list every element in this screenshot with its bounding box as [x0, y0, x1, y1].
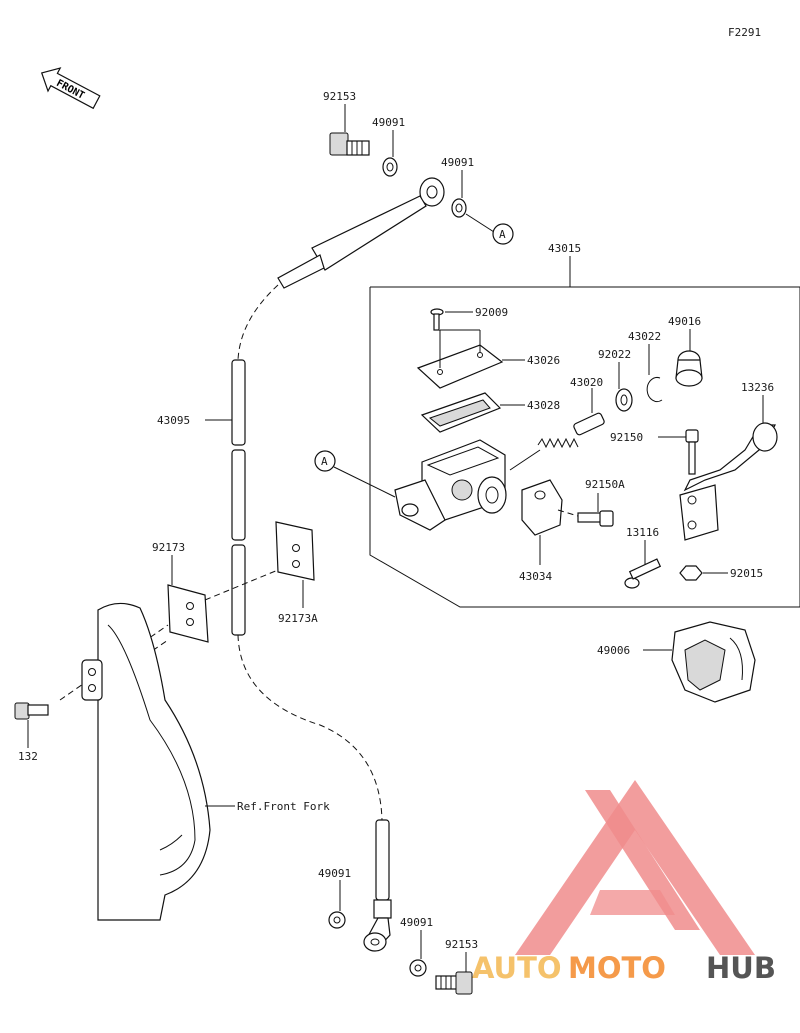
banjo-bolt-bottom	[435, 971, 473, 995]
callout-a-master	[314, 450, 336, 472]
washer-top-1	[382, 157, 398, 177]
label-92022: 92022	[598, 348, 631, 361]
label-49091-top2: 49091	[441, 156, 474, 169]
clamp-holder	[521, 479, 563, 536]
callout-a-master-label: A	[321, 455, 328, 468]
nut-92015	[679, 565, 703, 581]
piston-spring	[537, 412, 605, 449]
label-43020: 43020	[570, 376, 603, 389]
label-43026: 43026	[527, 354, 560, 367]
bolt-132	[14, 702, 49, 720]
master-cylinder-body	[394, 439, 507, 531]
label-92009: 92009	[475, 306, 508, 319]
callout-a-top	[492, 223, 514, 245]
label-49091-bottom1: 49091	[318, 867, 351, 880]
boot-49016	[675, 350, 703, 387]
brake-hose-lower-fitting	[363, 819, 392, 952]
brake-hose-upper-fitting	[277, 177, 445, 289]
label-92173A: 92173A	[278, 612, 318, 625]
watermark-hub: HUB	[706, 951, 776, 985]
front-arrow-icon: FRONT	[40, 67, 101, 110]
diaphragm	[420, 392, 502, 433]
brake-lever	[679, 422, 778, 541]
front-fork-guard	[81, 602, 211, 921]
hose-clamp-92173A	[275, 521, 315, 581]
watermark-moto: MOTO	[568, 951, 666, 985]
label-43015: 43015	[548, 242, 581, 255]
label-92150A: 92150A	[585, 478, 625, 491]
watermark-logo: AUTO MOTO HUB	[472, 780, 776, 985]
pivot-pin-13116	[624, 558, 662, 589]
bolt-92150	[685, 429, 699, 475]
callout-a-top-label: A	[499, 228, 506, 241]
label-43028: 43028	[527, 399, 560, 412]
brake-hose	[231, 359, 246, 636]
washer-top-2	[451, 198, 467, 218]
circlip-43022	[646, 377, 663, 402]
label-92153-bottom: 92153	[445, 938, 478, 951]
label-49091-top1: 49091	[372, 116, 405, 129]
label-ref-front-fork: Ref.Front Fork	[237, 800, 330, 813]
washer-bottom-2	[409, 959, 427, 977]
hose-clamp-92173	[167, 584, 209, 643]
label-49091-bottom2: 49091	[400, 916, 433, 929]
label-43034: 43034	[519, 570, 552, 583]
screw-92009	[430, 308, 444, 331]
bolt-92150A	[577, 510, 614, 527]
label-43095: 43095	[157, 414, 190, 427]
banjo-bolt-top	[329, 132, 370, 156]
label-49006: 49006	[597, 644, 630, 657]
figure-code: F2291	[728, 26, 761, 39]
label-92015: 92015	[730, 567, 763, 580]
reservoir-cap	[416, 344, 504, 389]
assembly-box	[369, 286, 800, 608]
label-92173: 92173	[152, 541, 185, 554]
watermark-auto: AUTO	[472, 951, 562, 985]
label-43022: 43022	[628, 330, 661, 343]
label-13236: 13236	[741, 381, 774, 394]
label-49016: 49016	[668, 315, 701, 328]
washer-bottom-1	[328, 911, 346, 929]
lever-cover-49006	[671, 621, 756, 703]
washer-92022	[615, 388, 633, 412]
label-13116: 13116	[626, 526, 659, 539]
label-92150: 92150	[610, 431, 643, 444]
label-92153-top: 92153	[323, 90, 356, 103]
label-132: 132	[18, 750, 38, 763]
